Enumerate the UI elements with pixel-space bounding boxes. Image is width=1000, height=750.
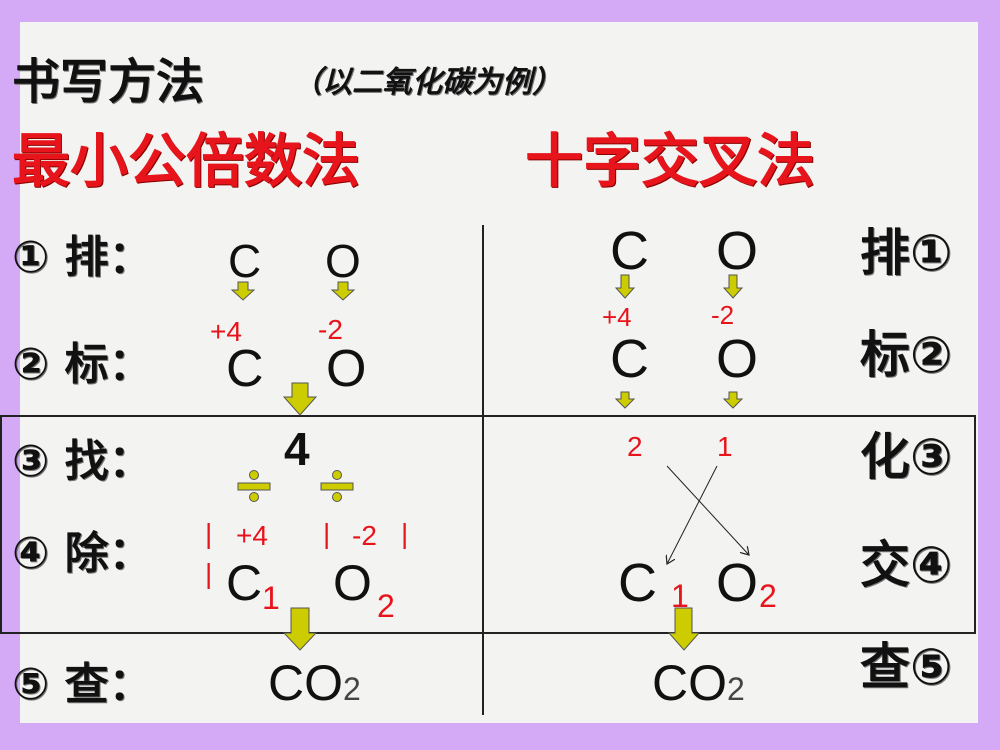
element-o: O <box>716 221 759 281</box>
abs-bar: | <box>323 518 331 549</box>
charge-o: -2 <box>711 300 735 330</box>
charge-c: +4 <box>210 316 242 347</box>
down-arrow-icon <box>722 274 744 299</box>
subtitle: （以二氧化碳为例） <box>292 65 562 100</box>
step-label: 化③ <box>860 428 953 486</box>
simplified-o: 1 <box>717 431 733 462</box>
step-label: ⑤ 查： <box>12 659 153 710</box>
element-c: C <box>228 235 262 287</box>
down-arrow-icon <box>282 382 318 416</box>
element-c: C <box>610 329 649 389</box>
subscript-o: 2 <box>759 578 777 614</box>
box-bottom <box>0 632 975 634</box>
box-right <box>974 415 976 634</box>
element-c: C <box>610 221 649 281</box>
down-arrow-icon <box>230 281 256 301</box>
step-label: 排① <box>860 224 953 282</box>
cross-arrow <box>666 465 749 555</box>
element-o: O <box>716 329 759 389</box>
step-label: ④ 除： <box>12 528 153 579</box>
slide <box>20 22 978 723</box>
step-label: 查⑤ <box>860 638 953 696</box>
formula-subscript: 2 <box>343 671 361 707</box>
abs-bar: | <box>401 518 409 549</box>
down-arrow-icon <box>614 391 636 409</box>
divide-icon <box>320 470 354 502</box>
element-o: O <box>326 340 367 398</box>
element-c: C <box>226 555 263 611</box>
subscript-c: 1 <box>671 578 689 614</box>
formula-subscript: 2 <box>727 671 745 707</box>
divide-icon <box>237 470 271 502</box>
down-arrow-icon <box>282 607 318 651</box>
step-label: ③ 找： <box>12 436 153 487</box>
step-label: ① 排： <box>12 232 153 283</box>
result-formula: CO2 <box>652 658 745 708</box>
title: 书写方法 <box>12 54 205 110</box>
abs-bar: | <box>205 518 213 549</box>
center-divider <box>482 225 484 715</box>
cross-arrow <box>667 465 718 564</box>
charge-o: -2 <box>318 314 343 345</box>
down-arrow-icon <box>667 607 701 651</box>
abs-charge-o: -2 <box>352 520 377 551</box>
step-label: 标② <box>860 326 953 384</box>
formula: CO <box>268 655 343 711</box>
subscript-o: 2 <box>377 588 395 624</box>
element-c: C <box>618 553 657 613</box>
method-cross-heading: 十字交叉法 <box>525 127 816 195</box>
charge-c: +4 <box>602 302 632 332</box>
formula: CO <box>652 655 727 711</box>
result-formula: CO2 <box>268 658 361 708</box>
element-o: O <box>716 553 759 613</box>
lcm-value: 4 <box>284 423 310 475</box>
element-o: O <box>325 235 361 287</box>
step-label: ② 标： <box>12 339 153 390</box>
down-arrow-icon <box>330 281 356 301</box>
down-arrow-icon <box>614 274 636 299</box>
abs-charge-c: +4 <box>236 520 268 551</box>
down-arrow-icon <box>722 391 744 409</box>
box-top <box>0 415 975 417</box>
subscript-c: 1 <box>262 580 280 616</box>
simplified-c: 2 <box>627 431 643 462</box>
box-left <box>0 415 2 634</box>
element-c: C <box>226 340 264 398</box>
method-lcm-heading: 最小公倍数法 <box>12 127 361 195</box>
abs-bar: | <box>205 558 213 589</box>
element-o: O <box>333 555 372 611</box>
step-label: 交④ <box>860 536 953 594</box>
